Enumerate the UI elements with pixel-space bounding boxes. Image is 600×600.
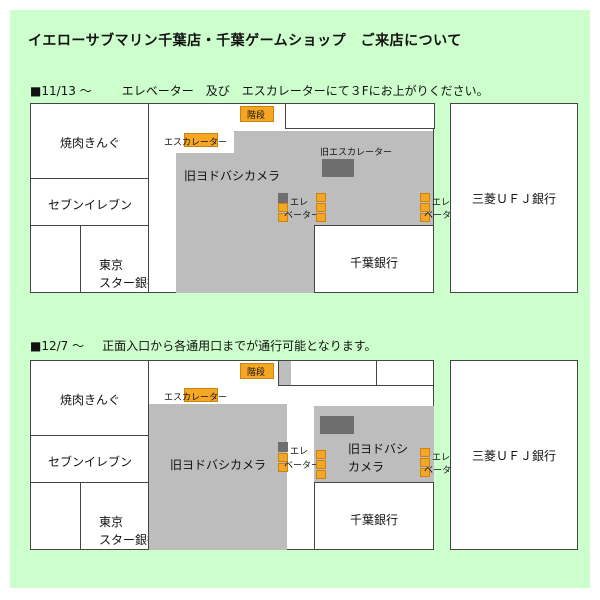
escalator-label: エスカレーター — [164, 138, 228, 148]
yakiniku-king-label-2: 焼肉きんぐ — [59, 393, 120, 407]
seven-eleven-label: セブンイレブン — [47, 198, 132, 212]
old-yodobashi-area — [149, 404, 287, 550]
tokyo-star-bank-label-2: スター銀行 — [99, 276, 160, 290]
closed-area-middle — [176, 153, 433, 225]
seven-eleven-label-2: セブンイレブン — [47, 455, 132, 469]
stairs-marker: 階段 — [240, 106, 274, 122]
tokyo-star-bank-label-2-2: スター銀行 — [99, 533, 160, 547]
escalator-marker — [184, 133, 218, 147]
old-yodobashi-label-2: 旧ヨドバシカメラ — [170, 458, 267, 472]
floor-map-1: 焼肉きんぐ セブンイレブン 東京 スター銀行 千葉銀行 階段 エスカレーター 旧… — [30, 103, 578, 293]
elevator-label-4b: ベーター — [424, 466, 461, 476]
mufg-bank-label-2: 三菱ＵＦＪ銀行 — [471, 449, 556, 463]
old-escalator-label: 旧エスカレーター — [320, 148, 393, 158]
chiba-bank-label: 千葉銀行 — [349, 256, 398, 270]
chiba-bank-label-2: 千葉銀行 — [349, 513, 398, 527]
upper-right-building-2 — [376, 360, 434, 386]
old-yodobashi-right-label-1: 旧ヨドバシ — [348, 442, 409, 456]
upper-building-2 — [278, 360, 378, 386]
yakiniku-king-building-2: 焼肉きんぐ — [30, 360, 150, 436]
notice-1-text: エレベーター 及び エスカレーターにて３Fにお上がりください。 — [121, 84, 489, 98]
elevator-icon-2 — [278, 442, 288, 452]
floor-map-2: 焼肉きんぐ セブンイレブン 東京 スター銀行 千葉銀行 階段 エスカレーター 旧… — [30, 360, 578, 550]
elevator-label-3a: エレ — [290, 447, 309, 457]
old-yodobashi-right-label-2: カメラ — [348, 460, 385, 474]
notice-2-text: 正面入口から各通用口までが通行可能となります。 — [102, 339, 377, 353]
elevator-label-1b: ベーター — [284, 211, 321, 221]
seven-eleven-building-2: セブンイレブン — [30, 435, 150, 483]
old-yodobashi-label: 旧ヨドバシカメラ — [184, 169, 281, 183]
elevator-icon — [278, 193, 288, 203]
page-title: イエローサブマリン千葉店・千葉ゲームショップ ご来店について — [28, 33, 462, 49]
elevator-label-2b: ベーター — [424, 211, 461, 221]
mufg-bank-label: 三菱ＵＦＪ銀行 — [471, 192, 556, 206]
old-escalator-icon-2 — [320, 416, 354, 434]
elevator-label-3b: ベーター — [284, 461, 321, 471]
corner-building-2 — [30, 482, 82, 550]
tokyo-star-bank-label-1: 東京 — [99, 258, 124, 272]
notice-1-date: ■11/13 ～ — [30, 84, 92, 98]
upper-right-building — [285, 103, 435, 129]
chiba-bank-building: 千葉銀行 — [314, 225, 434, 293]
old-escalator-icon — [322, 159, 354, 177]
stairs-marker-2: 階段 — [240, 363, 274, 379]
elevator-label-2a: エレ — [432, 198, 451, 208]
seven-eleven-building: セブンイレブン — [30, 178, 150, 226]
tokyo-star-bank-label-1-2: 東京 — [99, 515, 124, 529]
corner-building — [30, 225, 82, 293]
notice-2: ■12/7 ～ 正面入口から各通用口までが通行可能となります。 — [30, 337, 377, 354]
stairs-label-2: 階段 — [247, 368, 266, 378]
chiba-bank-building-2: 千葉銀行 — [314, 482, 434, 550]
notice-1: ■11/13 ～ エレベーター 及び エスカレーターにて３Fにお上がりください。 — [30, 82, 489, 99]
mufg-bank-building-2: 三菱ＵＦＪ銀行 — [450, 360, 578, 550]
elevator-marker-right-2 — [420, 448, 430, 457]
elevator-marker-right — [420, 193, 430, 202]
elevator-marker-center-2 — [316, 450, 326, 459]
yakiniku-king-building: 焼肉きんぐ — [30, 103, 150, 179]
elevator-label-1a: エレ — [290, 198, 309, 208]
elevator-marker-center — [316, 193, 326, 202]
escalator-label-2: エスカレーター — [164, 393, 228, 403]
elevator-label-4a: エレ — [432, 453, 451, 463]
closed-area-lower — [176, 225, 314, 293]
notice-2-date: ■12/7 ～ — [30, 339, 85, 353]
stairs-label: 階段 — [247, 111, 266, 121]
escalator-marker-2 — [184, 388, 218, 402]
mufg-bank-building: 三菱ＵＦＪ銀行 — [450, 103, 578, 293]
yakiniku-king-label: 焼肉きんぐ — [59, 136, 120, 150]
